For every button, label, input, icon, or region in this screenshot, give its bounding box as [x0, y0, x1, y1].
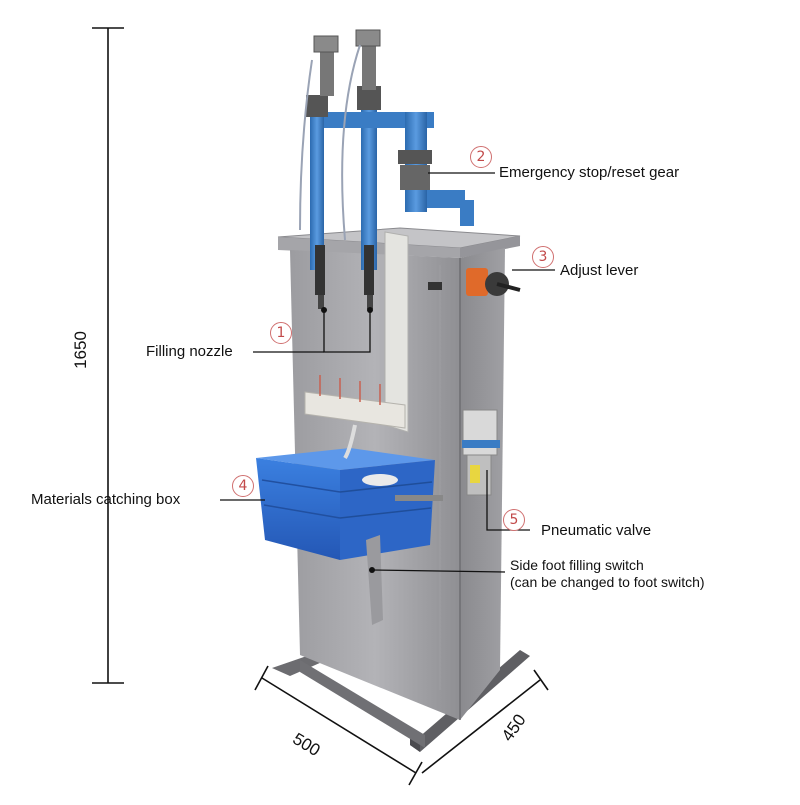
- label-emergency-stop: Emergency stop/reset gear: [499, 164, 680, 181]
- nozzle-backplate: [304, 231, 409, 433]
- callout-number-3: 3: [532, 246, 554, 268]
- dimension-lines: [92, 27, 549, 786]
- label-side-switch: Side foot filling switch: [510, 557, 644, 573]
- callout-number-4: 4: [232, 475, 254, 497]
- callout-number-1: 1: [270, 322, 292, 344]
- pneumatic-valve: [462, 409, 500, 496]
- catching-box: [256, 424, 435, 560]
- side-switch-lever: [366, 495, 443, 625]
- label-pneumatic-valve: Pneumatic valve: [541, 522, 652, 539]
- callout-number-5: 5: [503, 509, 525, 531]
- label-side-switch-note: (can be changed to foot switch): [510, 574, 705, 590]
- callout-number-2: 2: [470, 146, 492, 168]
- adjust-lever: [428, 268, 521, 296]
- dimension-height: 1650: [70, 331, 90, 369]
- label-catching-box: Materials catching box: [31, 491, 181, 508]
- label-adjust-lever: Adjust lever: [560, 262, 639, 279]
- blue-pipes: [299, 29, 474, 309]
- leader-dots: [321, 307, 375, 573]
- label-filling-nozzle: Filling nozzle: [146, 343, 233, 360]
